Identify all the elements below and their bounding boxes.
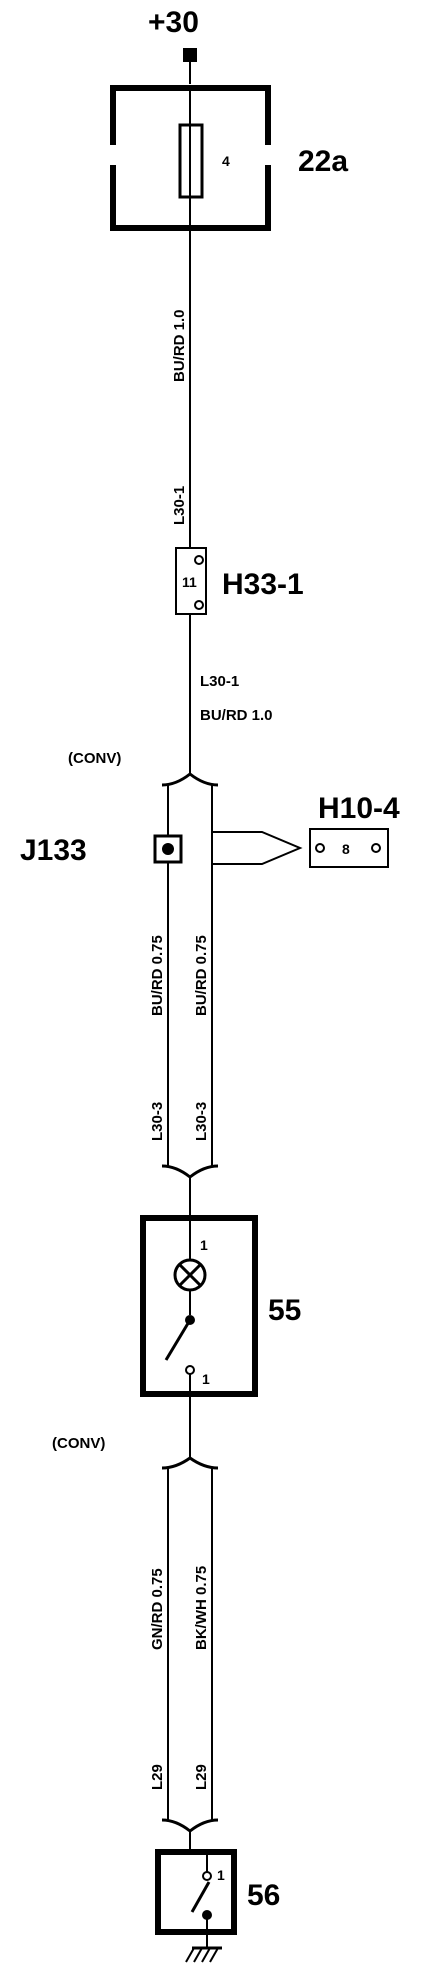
component-55-pin-top: 1 [200, 1237, 208, 1253]
component-55-label: 55 [268, 1294, 301, 1327]
component-56-pin-top: 1 [217, 1867, 225, 1883]
connector-h33-label: H33-1 [222, 568, 304, 601]
fuse-pin: 4 [222, 153, 230, 169]
wire-mid-code: L30-1 [200, 673, 239, 690]
connector-h10 [309, 828, 389, 868]
junction-label: J133 [20, 834, 87, 867]
wire-upper-code: L30-1 [171, 486, 188, 525]
join-brace-1 [161, 1164, 219, 1179]
fuse-box-22a [110, 85, 271, 231]
ground-icon [185, 1932, 222, 1963]
join-brace-2 [161, 1818, 219, 1833]
connector-h10-pin: 8 [342, 841, 350, 857]
component-55-pin-bottom: 1 [202, 1371, 210, 1387]
conv-brace-2 [161, 1456, 219, 1470]
wire-mid-color: BU/RD 1.0 [200, 707, 273, 724]
wire-left-mid-color: BU/RD 0.75 [149, 935, 166, 1016]
component-56 [155, 1849, 237, 1935]
wire-right-low-code: L29 [193, 1764, 210, 1790]
wire-right-mid-code: L30-3 [193, 1102, 210, 1141]
fuse-label: 22a [298, 145, 348, 178]
supply-terminal [183, 48, 197, 62]
branch-to-h10 [212, 831, 303, 865]
conv-label-2: (CONV) [52, 1435, 105, 1452]
wire-right-low-color: BK/WH 0.75 [193, 1566, 210, 1650]
connector-h10-label: H10-4 [318, 792, 400, 825]
wire-left-low-color: GN/RD 0.75 [149, 1568, 166, 1650]
conv-label-1: (CONV) [68, 750, 121, 767]
supply-label: +30 [148, 6, 199, 39]
component-56-label: 56 [247, 1879, 280, 1912]
wire-right-mid-color: BU/RD 0.75 [193, 935, 210, 1016]
component-55 [140, 1215, 258, 1397]
connector-h33-pin: 11 [182, 574, 197, 590]
wire-upper-color: BU/RD 1.0 [171, 309, 188, 382]
wire-left-low-code: L29 [149, 1764, 166, 1790]
wire-left-mid-code: L30-3 [149, 1102, 166, 1141]
conv-brace-1 [161, 772, 219, 787]
switch-56-lever [190, 1881, 211, 1913]
switch-lever [164, 1319, 192, 1361]
